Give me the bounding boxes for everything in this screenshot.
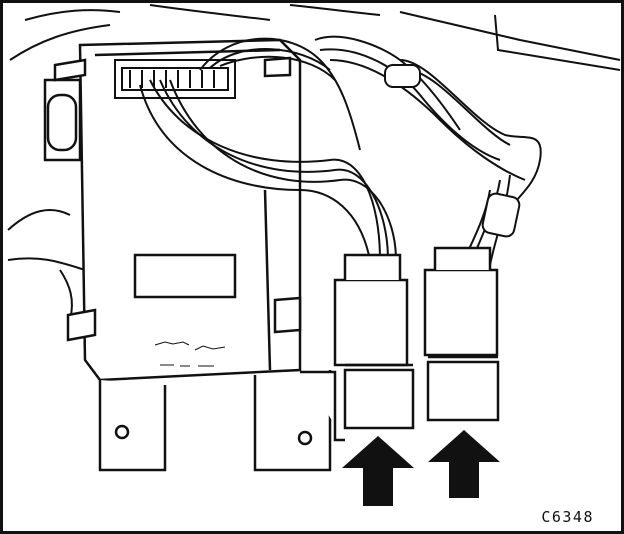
figure-code: C6348: [541, 508, 594, 526]
relay-left: [333, 253, 415, 430]
harness-sleeves: [384, 64, 521, 238]
housing-markings: [154, 341, 226, 367]
up-arrow-icon: [428, 430, 500, 498]
relay-right: [423, 246, 500, 422]
control-unit-housing: [43, 38, 302, 382]
mounting-brackets: [98, 370, 345, 472]
up-arrow-icon: [342, 436, 414, 506]
